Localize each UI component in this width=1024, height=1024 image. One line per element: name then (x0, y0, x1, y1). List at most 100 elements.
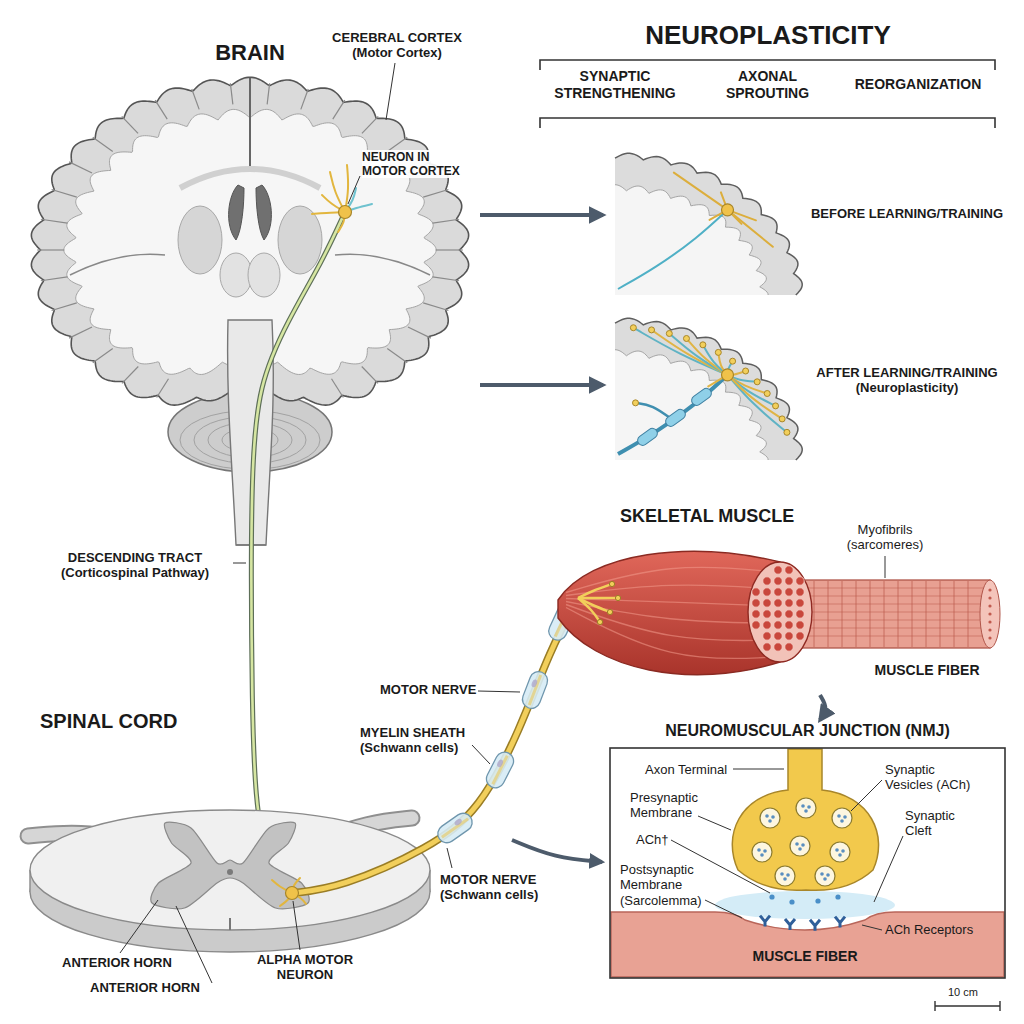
illustration-part (801, 804, 805, 808)
illustration-part (362, 366, 378, 383)
illustration-part (752, 599, 760, 607)
illustration-part (335, 254, 430, 275)
illustration-part (248, 253, 280, 297)
illustration-part (408, 327, 431, 338)
illustration-part (774, 588, 782, 596)
illustration-part (796, 577, 804, 585)
illustration-part (743, 368, 749, 374)
illustration-part (610, 748, 1005, 978)
illustration-part (842, 581, 843, 647)
illustration-part (988, 588, 991, 591)
illustration-part (578, 584, 612, 598)
illustration-part (333, 100, 345, 119)
illustration-part (483, 749, 516, 791)
illustration-part (41, 219, 68, 223)
illustration-part (615, 350, 768, 460)
illustration-part (37, 249, 64, 250)
illustration-part (730, 358, 736, 364)
illustration-part (540, 118, 995, 128)
illustration-part (826, 873, 830, 877)
illustration-part (615, 350, 768, 460)
illustration-part (760, 853, 764, 857)
illustration-part (782, 596, 988, 597)
nmj-panel: NEUROMUSCULAR JUNCTION (NMJ) (610, 722, 1005, 978)
illustration-part (493, 756, 508, 785)
illustration-part (531, 679, 539, 688)
illustration-part (615, 185, 768, 295)
illustration-part (774, 610, 782, 618)
illustration-part (782, 620, 988, 621)
illustration-part (122, 366, 138, 383)
structure-label: MUSCLE FIBER (862, 662, 992, 679)
illustration-part (423, 190, 448, 198)
illustration-part (52, 303, 77, 311)
flow-arrow (480, 213, 603, 217)
illustration-part (782, 612, 988, 613)
illustration-part (856, 581, 857, 647)
illustration-part (771, 815, 775, 819)
illustration-part (785, 588, 793, 596)
node-heading: BRAIN (190, 40, 310, 66)
illustration-part (752, 842, 772, 862)
ach-receptor (810, 920, 820, 931)
axon-terminal (732, 749, 878, 890)
illustration-part (615, 153, 802, 295)
illustration-part (796, 610, 804, 618)
illustration-part (41, 277, 68, 281)
illustration-part (988, 604, 991, 607)
before-cortex-panel (615, 153, 802, 295)
illustration-part (785, 632, 793, 640)
illustration-part (615, 153, 802, 295)
illustration-part (835, 848, 839, 852)
illustration-part (722, 204, 734, 216)
leader-line (478, 691, 520, 692)
node-heading: AFTER LEARNING/TRAINING (Neuroplasticity… (800, 365, 1014, 396)
illustration-part (122, 116, 138, 133)
illustration-part (752, 621, 760, 629)
leader-line (120, 900, 158, 953)
illustration-part (69, 162, 92, 173)
illustration-part (823, 877, 827, 881)
illustration-part (192, 89, 199, 109)
illustration-part (566, 605, 776, 641)
illustration-part (690, 386, 714, 407)
brain-illustration (31, 77, 468, 893)
section-heading: SPINAL CORD (40, 710, 240, 734)
illustration-part (423, 303, 448, 311)
section-heading: NEUROPLASTICITY (618, 20, 918, 51)
leader-line (233, 563, 246, 564)
illustration-part (615, 595, 620, 600)
illustration-part (760, 808, 780, 828)
illustration-part (566, 599, 776, 607)
illustration-part (785, 643, 793, 651)
illustration-part (840, 819, 844, 823)
illustration-part (775, 866, 795, 886)
illustration-part (782, 604, 988, 605)
illustration-part (674, 173, 728, 210)
illustration-part (898, 581, 899, 647)
leader-line (733, 769, 784, 770)
illustration-part (633, 400, 639, 406)
illustration-part (796, 588, 804, 596)
illustration-part (93, 348, 113, 362)
illustration-part (940, 581, 941, 647)
illustration-part (779, 416, 785, 422)
leader-line (698, 816, 731, 830)
illustration-part (256, 185, 271, 240)
flow-arrow (820, 695, 825, 720)
illustration-part (278, 206, 322, 274)
ach-receptor (785, 919, 795, 930)
node-heading: SKELETAL MUSCLE (620, 506, 850, 527)
illustration-part (785, 621, 793, 629)
illustration-part (980, 580, 1000, 648)
illustration-part (436, 249, 463, 250)
illustration-part (801, 843, 805, 847)
illustration-part (796, 621, 804, 629)
illustration-part (785, 610, 793, 618)
illustration-part (615, 185, 768, 295)
illustration-part (774, 566, 782, 574)
gray-matter (151, 822, 309, 909)
illustration-part (782, 636, 988, 637)
